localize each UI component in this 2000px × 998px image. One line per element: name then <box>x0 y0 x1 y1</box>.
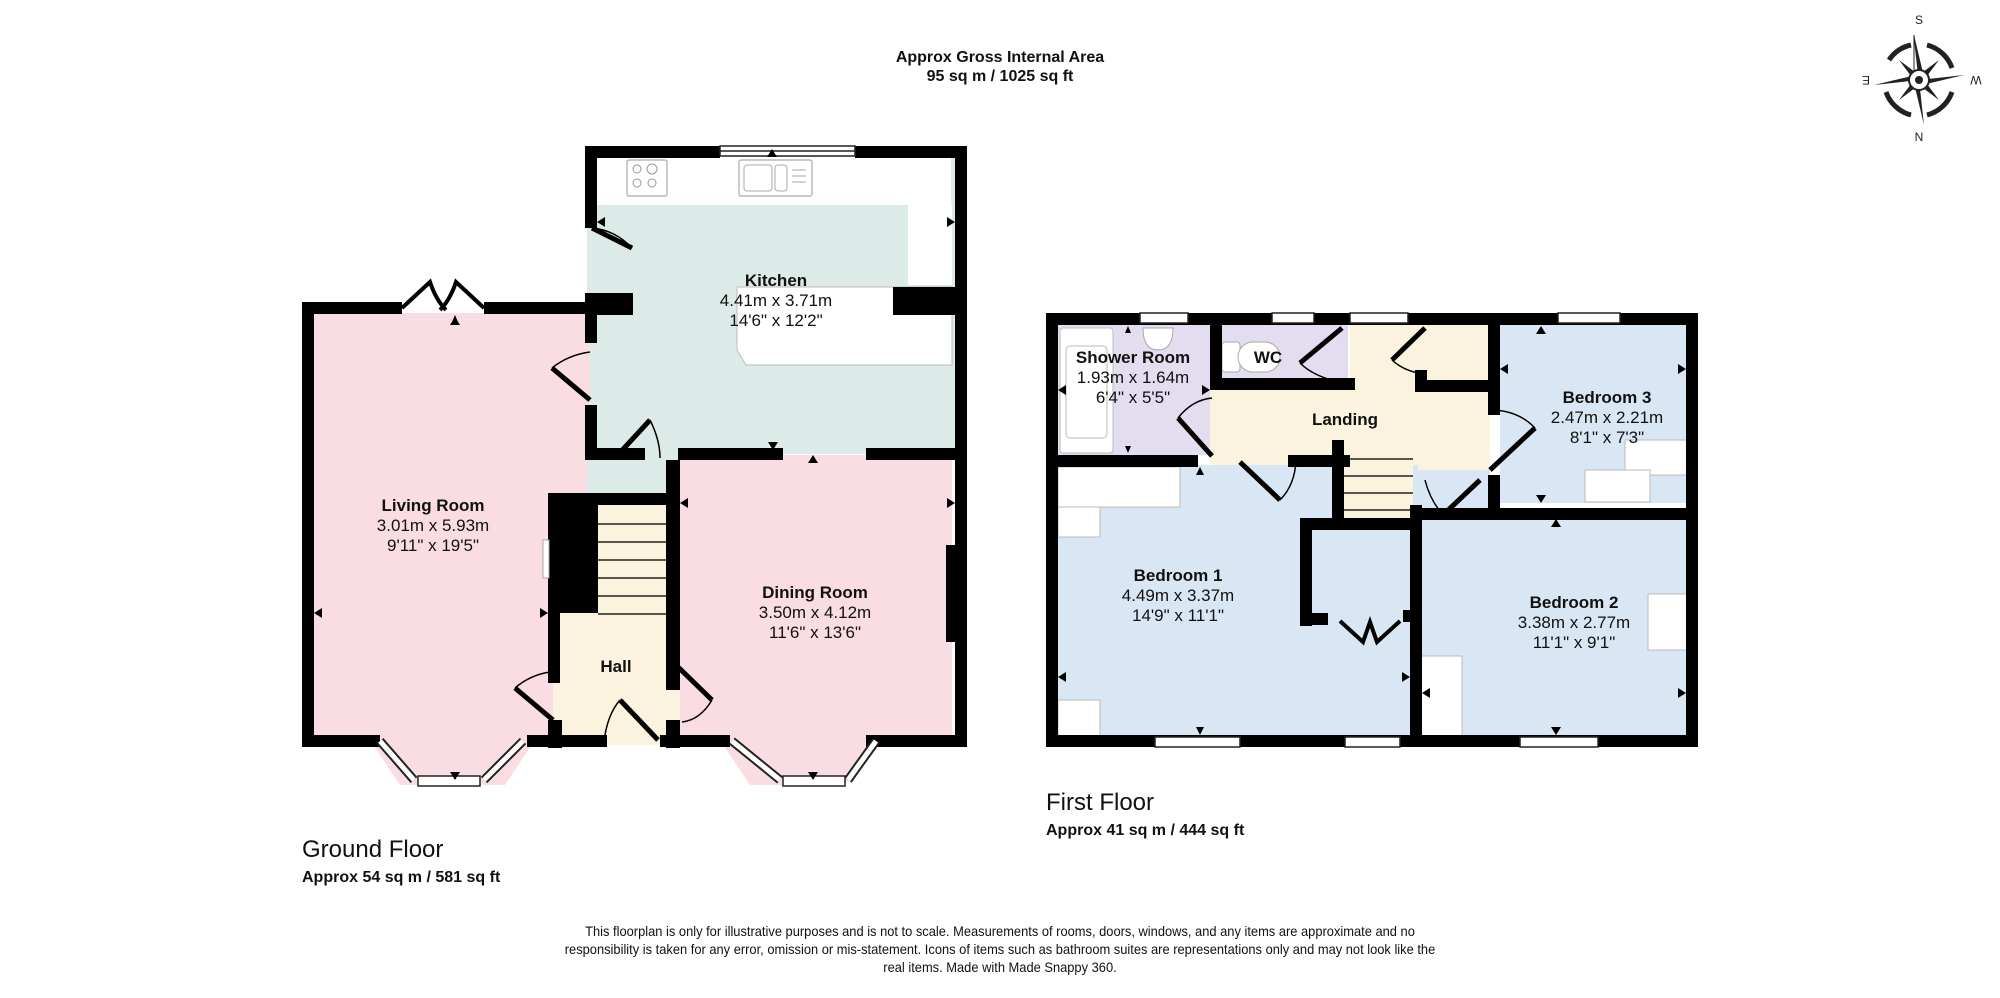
svg-text:W: W <box>1970 73 1982 87</box>
room-label-dining-room: Dining Room 3.50m x 4.12m 11'6" x 13'6" <box>758 583 872 642</box>
ground-floor-walls <box>302 146 967 748</box>
living-room <box>313 313 590 785</box>
toilet-icon <box>1221 341 1281 373</box>
basin-icon <box>1142 327 1174 351</box>
room-label-shower-room: Shower Room 1.93m x 1.64m 6'4" x 5'5" <box>1075 348 1191 407</box>
room-label-landing: Landing <box>1311 410 1379 429</box>
room-label-bedroom-1: Bedroom 1 4.49m x 3.37m 14'9" x 11'1" <box>1121 566 1235 625</box>
bedroom-2 <box>1420 515 1688 738</box>
first-windows <box>1139 312 1621 748</box>
room-label-wc: WC <box>1253 348 1283 367</box>
disclaimer-text: This floorplan is only for illustrative … <box>564 923 1436 975</box>
dining-room <box>680 455 952 785</box>
first-floor-label: First Floor <box>1046 789 1154 816</box>
room-label-living-room: Living Room 3.01m x 5.93m 9'11" x 19'5" <box>376 496 490 555</box>
room-label-bedroom-2: Bedroom 2 3.38m x 2.77m 11'1" x 9'1" <box>1517 593 1631 652</box>
first-doors <box>1176 326 1537 646</box>
room-label-bedroom-3: Bedroom 3 2.47m x 2.21m 8'1" x 7'3" <box>1550 388 1664 447</box>
first-floor-area: Approx 41 sq m / 444 sq ft <box>1046 822 1245 839</box>
hob-icon <box>626 159 668 197</box>
ground-floor-area: Approx 54 sq m / 581 sq ft <box>302 869 501 886</box>
ground-windows <box>417 145 856 787</box>
svg-text:E: E <box>1862 73 1870 87</box>
gross-area-title: Approx Gross Internal Area <box>895 49 1105 66</box>
svg-text:S: S <box>1915 13 1923 27</box>
first-measurement-arrows <box>1058 326 1686 735</box>
wardrobe-icons <box>1057 439 1689 737</box>
svg-text:N: N <box>1915 130 1924 144</box>
room-label-kitchen: Kitchen 4.41m x 3.71m 14'6" x 12'2" <box>719 271 833 330</box>
first-stairs <box>1343 443 1413 528</box>
ground-floor-label: Ground Floor <box>302 836 444 863</box>
room-label-hall: Hall <box>600 657 632 676</box>
ground-stairs <box>598 506 666 633</box>
gross-internal-area: Approx Gross Internal Area 95 sq m / 102… <box>850 48 1150 86</box>
gross-area-value: 95 sq m / 1025 sq ft <box>926 68 1074 85</box>
ground-doors <box>400 225 714 743</box>
measurement-arrows <box>314 149 955 780</box>
compass-rose-icon: S N E W <box>1862 13 1982 144</box>
sink-icon <box>738 159 813 197</box>
